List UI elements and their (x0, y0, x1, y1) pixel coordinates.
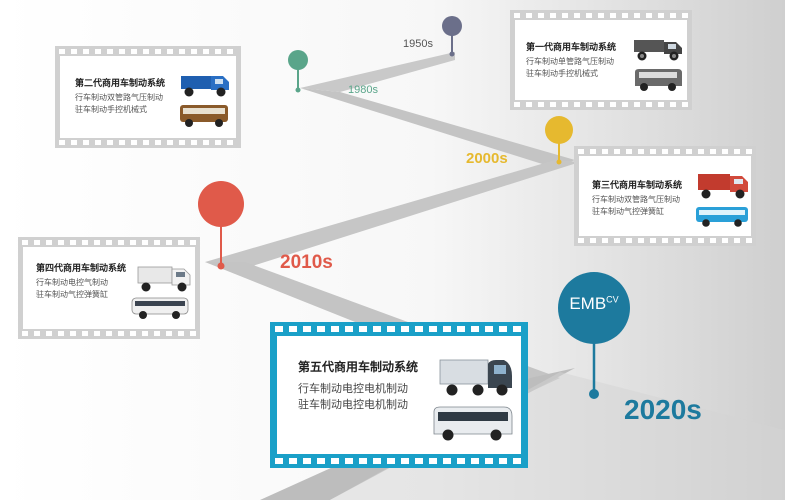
road-segment-3 (205, 160, 580, 270)
vintage-truck-icon (634, 40, 682, 61)
film-card-gen4: 第四代商用车制动系统 行车制动电控气制动 驻车制动气控弹簧缸 (18, 237, 200, 339)
emb-label: EMBCV (563, 294, 625, 314)
road-segment-2 (300, 88, 575, 168)
film-perforation-top (59, 49, 237, 54)
year-1980s: 1980s (348, 84, 378, 96)
gen5-title: 第五代商用车制动系统 (298, 360, 419, 374)
road-segment-1 (300, 52, 455, 92)
bus-icon (180, 105, 228, 127)
electric-bus-icon (433, 406, 513, 441)
film-perforation-top (275, 326, 523, 332)
pin-1980s (288, 50, 308, 93)
gen1-line-1: 行车制动单管路气压制动 (526, 57, 614, 66)
film-card-gen2: 第二代商用车制动系统 行车制动双管路气压制动 驻车制动手控机械式 (55, 46, 241, 148)
year-2000s: 2000s (466, 150, 508, 167)
white-truck-icon (137, 266, 191, 292)
film-perforation-bottom (59, 140, 237, 145)
road-shadow (330, 372, 785, 500)
blue-truck-icon (181, 76, 229, 97)
film-frame (23, 247, 195, 329)
film-frame (60, 56, 236, 138)
electric-truck-icon (439, 359, 512, 396)
gen5-line-2: 驻车制动电控电机制动 (298, 398, 408, 411)
year-2010s: 2010s (280, 252, 333, 273)
film-perforation-top (514, 13, 688, 18)
pin-2010s (198, 181, 244, 270)
gen2-line-1: 行车制动双管路气压制动 (75, 93, 163, 102)
film-perforation-bottom (22, 331, 196, 336)
year-2020s: 2020s (624, 394, 702, 425)
film-perforation-top (22, 240, 196, 245)
vintage-bus-icon (635, 69, 682, 91)
gen2-line-2: 驻车制动手控机械式 (75, 105, 147, 114)
gen1-line-2: 驻车制动手控机械式 (526, 69, 598, 78)
pin-1950s (442, 16, 462, 57)
year-1950s: 1950s (403, 38, 433, 50)
film-perforation-bottom (578, 238, 752, 243)
red-truck-icon (698, 174, 748, 199)
film-frame (515, 20, 687, 100)
film-card-gen3: 第三代商用车制动系统 行车制动双管路气压制动 驻车制动气控弹簧缸 (574, 146, 756, 246)
gen4-line-1: 行车制动电控气制动 (36, 278, 108, 287)
gen2-title: 第二代商用车制动系统 (75, 79, 166, 89)
gen3-line-1: 行车制动双管路气压制动 (592, 195, 680, 204)
film-perforation-top (578, 149, 752, 154)
gen3-line-2: 驻车制动气控弹簧缸 (592, 207, 664, 216)
pin-2020s (558, 272, 630, 399)
pin-2000s (545, 116, 573, 165)
gen4-line-2: 驻车制动气控弹簧缸 (36, 290, 108, 299)
film-card-gen1: 第一代商用车制动系统 行车制动单管路气压制动 驻车制动手控机械式 (510, 10, 692, 110)
gen3-title: 第三代商用车制动系统 (592, 181, 683, 191)
emb-text: EMB (569, 294, 607, 313)
white-coach-icon (131, 297, 189, 319)
gen1-title: 第一代商用车制动系统 (526, 43, 617, 53)
film-card-gen5: 第五代商用车制动系统 行车制动电控电机制动 驻车制动电控电机制动 (270, 322, 528, 468)
film-perforation-bottom (514, 102, 688, 107)
gen5-line-1: 行车制动电控电机制动 (298, 382, 408, 395)
film-perforation-bottom (275, 458, 523, 464)
film-frame (579, 156, 751, 236)
gen4-title: 第四代商用车制动系统 (36, 264, 127, 274)
blue-coach-icon (696, 207, 748, 227)
emb-superscript: CV (606, 294, 619, 305)
